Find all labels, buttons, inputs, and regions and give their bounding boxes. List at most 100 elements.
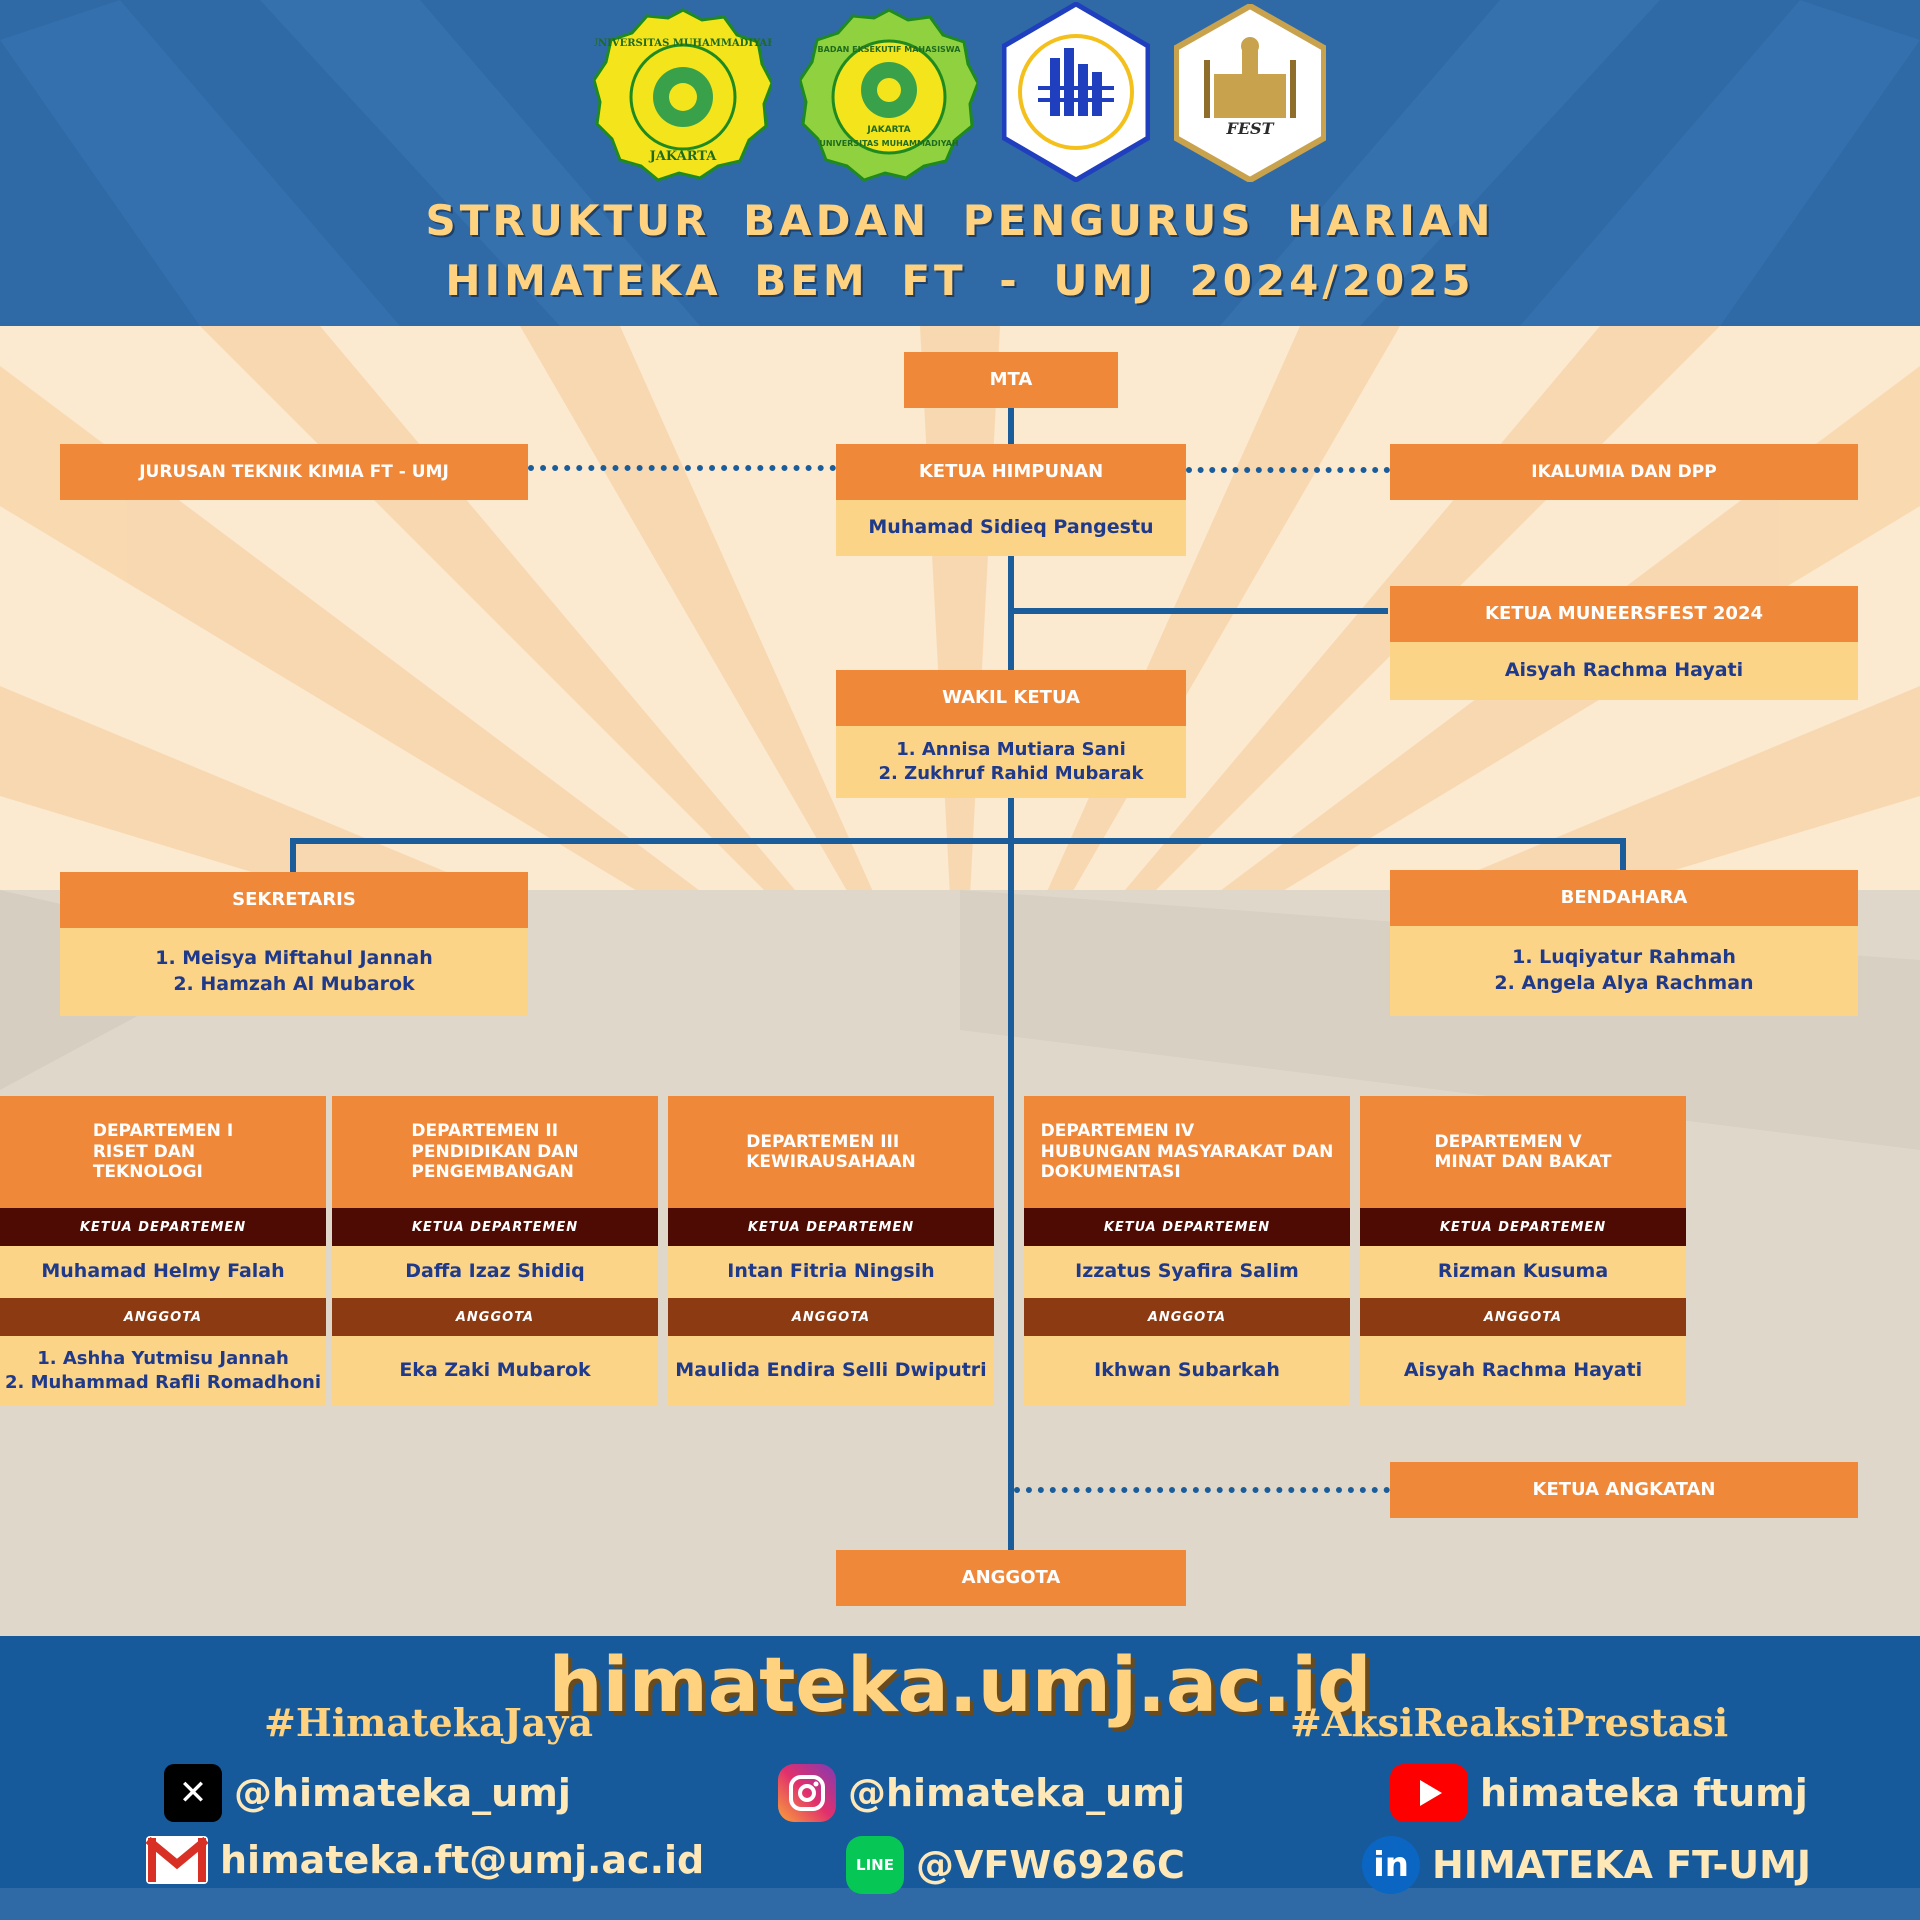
wakil-ketua-label: WAKIL KETUA (836, 670, 1186, 726)
ketua-angkatan-box: KETUA ANGKATAN (1390, 1462, 1858, 1518)
department-title: DEPARTEMEN II PENDIDIKAN DAN PENGEMBANGA… (332, 1096, 658, 1208)
instagram-social-link[interactable]: @himateka_umj (778, 1764, 1185, 1822)
department-anggota-label: ANGGOTA (1024, 1298, 1350, 1336)
department-title: DEPARTEMEN I RISET DAN TEKNOLOGI (0, 1096, 326, 1208)
instagram-icon (778, 1764, 836, 1822)
department-anggota-label: ANGGOTA (668, 1298, 994, 1336)
website-url[interactable]: himateka.umj.ac.id (548, 1640, 1372, 1729)
department-anggota-name: 2. Muhammad Rafli Romadhoni (4, 1372, 322, 1393)
sekretaris-name-2: 2. Hamzah Al Mubarok (173, 973, 415, 995)
anggota-box: ANGGOTA (836, 1550, 1186, 1606)
department-title: DEPARTEMEN III KEWIRAUSAHAAN (668, 1096, 994, 1208)
connector-mta-ketua (1008, 408, 1014, 456)
jurusan-box: JURUSAN TEKNIK KIMIA FT - UMJ (60, 444, 528, 500)
department-anggota-name: Maulida Endira Selli Dwiputri (675, 1359, 987, 1382)
department-1: DEPARTEMEN I RISET DAN TEKNOLOGI KETUA D… (0, 1096, 326, 1406)
line-social-link[interactable]: LINE @VFW6926C (846, 1836, 1185, 1894)
umj-logo: UNIVERSITAS MUHAMMADIYAH JAKARTA (594, 8, 772, 182)
page-title-line2: HIMATEKA BEM FT - UMJ 2024/2025 (445, 256, 1475, 305)
department-anggota-name: Aisyah Rachma Hayati (1403, 1359, 1643, 1382)
department-anggota-list: Aisyah Rachma Hayati (1360, 1336, 1686, 1406)
svg-text:JAKARTA: JAKARTA (866, 125, 910, 135)
x-icon: ✕ (164, 1764, 222, 1822)
svg-text:UNIVERSITAS MUHAMMADIYAH: UNIVERSITAS MUHAMMADIYAH (819, 139, 958, 148)
dotted-jurusan (528, 465, 836, 471)
mail-glyph (146, 1836, 208, 1882)
bendahara-name-2: 2. Angela Alya Rachman (1494, 972, 1754, 994)
footer-background (0, 1636, 1920, 1920)
instagram-handle: @himateka_umj (848, 1771, 1185, 1815)
department-3: DEPARTEMEN III KEWIRAUSAHAAN KETUA DEPAR… (668, 1096, 994, 1406)
email-handle: himateka.ft@umj.ac.id (220, 1838, 705, 1882)
sekretaris-names: 1. Meisya Miftahul Jannah 2. Hamzah Al M… (60, 928, 528, 1016)
department-anggota-name: Eka Zaki Mubarok (399, 1359, 591, 1382)
youtube-play-glyph (1420, 1780, 1442, 1806)
department-anggota-name: Ikhwan Subarkah (1094, 1359, 1280, 1382)
wakil-ketua-name-2: 2. Zukhruf Rahid Mubarak (878, 763, 1144, 784)
bendahara-name-1: 1. Luqiyatur Rahmah (1512, 946, 1736, 969)
muneersfest-label: KETUA MUNEERSFEST 2024 (1390, 586, 1858, 642)
youtube-handle: himateka ftumj (1480, 1771, 1808, 1815)
youtube-icon (1390, 1764, 1468, 1822)
connector-muneersfest (1008, 608, 1388, 614)
svg-text:FEST: FEST (1225, 119, 1274, 138)
ikalumia-box: IKALUMIA DAN DPP (1390, 444, 1858, 500)
department-anggota-label: ANGGOTA (0, 1298, 326, 1336)
department-2: DEPARTEMEN II PENDIDIKAN DAN PENGEMBANGA… (332, 1096, 658, 1406)
x-handle: @himateka_umj (234, 1771, 571, 1815)
department-4: DEPARTEMEN IV HUBUNGAN MASYARAKAT DAN DO… (1024, 1096, 1350, 1406)
connector-sekretaris (290, 838, 296, 872)
department-anggota-list: Maulida Endira Selli Dwiputri (668, 1336, 994, 1406)
department-anggota-list: Ikhwan Subarkah (1024, 1336, 1350, 1406)
department-5: DEPARTEMEN V MINAT DAN BAKAT KETUA DEPAR… (1360, 1096, 1686, 1406)
department-ketua-name: Izzatus Syafira Salim (1024, 1246, 1350, 1298)
linkedin-social-link[interactable]: in HIMATEKA FT-UMJ (1362, 1836, 1811, 1894)
dotted-ikalumia (1186, 467, 1390, 473)
youtube-social-link[interactable]: himateka ftumj (1390, 1764, 1808, 1822)
x-social-link[interactable]: ✕ @himateka_umj (164, 1764, 571, 1822)
muneersfest-logo: FEST (1174, 4, 1326, 182)
connector-main-vertical (1008, 556, 1014, 1556)
svg-text:UNIVERSITAS MUHAMMADIYAH: UNIVERSITAS MUHAMMADIYAH (594, 38, 772, 49)
bendahara-names: 1. Luqiyatur Rahmah 2. Angela Alya Rachm… (1390, 926, 1858, 1016)
department-anggota-list: Eka Zaki Mubarok (332, 1336, 658, 1406)
ketua-himpunan-label: KETUA HIMPUNAN (836, 444, 1186, 500)
line-icon: LINE (846, 1836, 904, 1894)
muneersfest-name: Aisyah Rachma Hayati (1390, 642, 1858, 700)
mta-box: MTA (904, 352, 1118, 408)
department-ketua-label: KETUA DEPARTEMEN (0, 1208, 326, 1246)
department-ketua-name: Rizman Kusuma (1360, 1246, 1686, 1298)
department-title: DEPARTEMEN V MINAT DAN BAKAT (1360, 1096, 1686, 1208)
wakil-ketua-name-1: 1. Annisa Mutiara Sani (896, 738, 1126, 760)
svg-text:JAKARTA: JAKARTA (649, 149, 718, 164)
connector-horizontal-sekben (290, 838, 1626, 844)
department-ketua-label: KETUA DEPARTEMEN (1024, 1208, 1350, 1246)
hashtag-left: #HimatekaJaya (264, 1700, 593, 1745)
wakil-ketua-names: 1. Annisa Mutiara Sani 2. Zukhruf Rahid … (836, 726, 1186, 798)
bendahara-label: BENDAHARA (1390, 870, 1858, 926)
ketua-himpunan-name: Muhamad Sidieq Pangestu (836, 500, 1186, 556)
linkedin-handle: HIMATEKA FT-UMJ (1432, 1843, 1812, 1887)
department-ketua-name: Intan Fitria Ningsih (668, 1246, 994, 1298)
department-ketua-label: KETUA DEPARTEMEN (332, 1208, 658, 1246)
mail-icon (146, 1836, 208, 1884)
department-anggota-label: ANGGOTA (1360, 1298, 1686, 1336)
instagram-glyph (789, 1775, 825, 1811)
department-ketua-label: KETUA DEPARTEMEN (1360, 1208, 1686, 1246)
connector-bendahara (1620, 838, 1626, 872)
department-ketua-label: KETUA DEPARTEMEN (668, 1208, 994, 1246)
department-ketua-name: Muhamad Helmy Falah (0, 1246, 326, 1298)
hashtag-right: #AksiReaksiPrestasi (1290, 1700, 1729, 1745)
email-social-link[interactable]: himateka.ft@umj.ac.id (146, 1836, 704, 1884)
linkedin-icon: in (1362, 1836, 1420, 1894)
header-rays (0, 0, 1920, 326)
page-title-line1: STRUKTUR BADAN PENGURUS HARIAN (425, 196, 1495, 245)
svg-text:BADAN EKSEKUTIF MAHASISWA: BADAN EKSEKUTIF MAHASISWA (818, 45, 962, 54)
sekretaris-label: SEKRETARIS (60, 872, 528, 928)
sekretaris-name-1: 1. Meisya Miftahul Jannah (155, 947, 433, 970)
himateka-logo (1002, 2, 1150, 182)
department-anggota-name: 1. Ashha Yutmisu Jannah (37, 1347, 289, 1369)
department-title: DEPARTEMEN IV HUBUNGAN MASYARAKAT DAN DO… (1024, 1096, 1350, 1208)
department-anggota-label: ANGGOTA (332, 1298, 658, 1336)
line-handle: @VFW6926C (916, 1843, 1185, 1887)
